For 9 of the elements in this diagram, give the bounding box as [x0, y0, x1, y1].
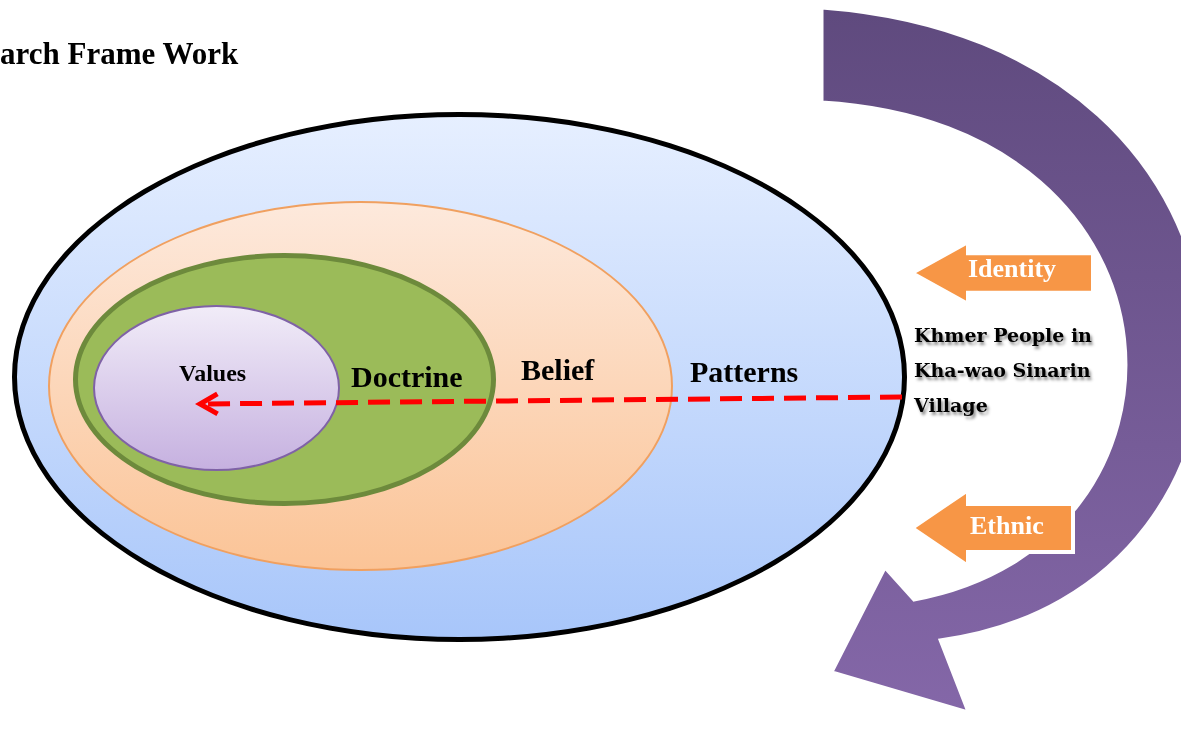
- title: arch Frame Work: [0, 36, 239, 72]
- node-label: Doctrine: [351, 360, 463, 393]
- node-label: Ethnic: [970, 512, 1044, 541]
- node-label: Identity: [968, 255, 1057, 284]
- node-label: Belief: [521, 353, 595, 386]
- node-label: Values: [179, 360, 247, 387]
- arrow: [197, 391, 903, 417]
- caption-text: Khmer People in Kha-wao Sinarin Village: [914, 323, 1093, 418]
- node-label: Patterns: [690, 355, 799, 388]
